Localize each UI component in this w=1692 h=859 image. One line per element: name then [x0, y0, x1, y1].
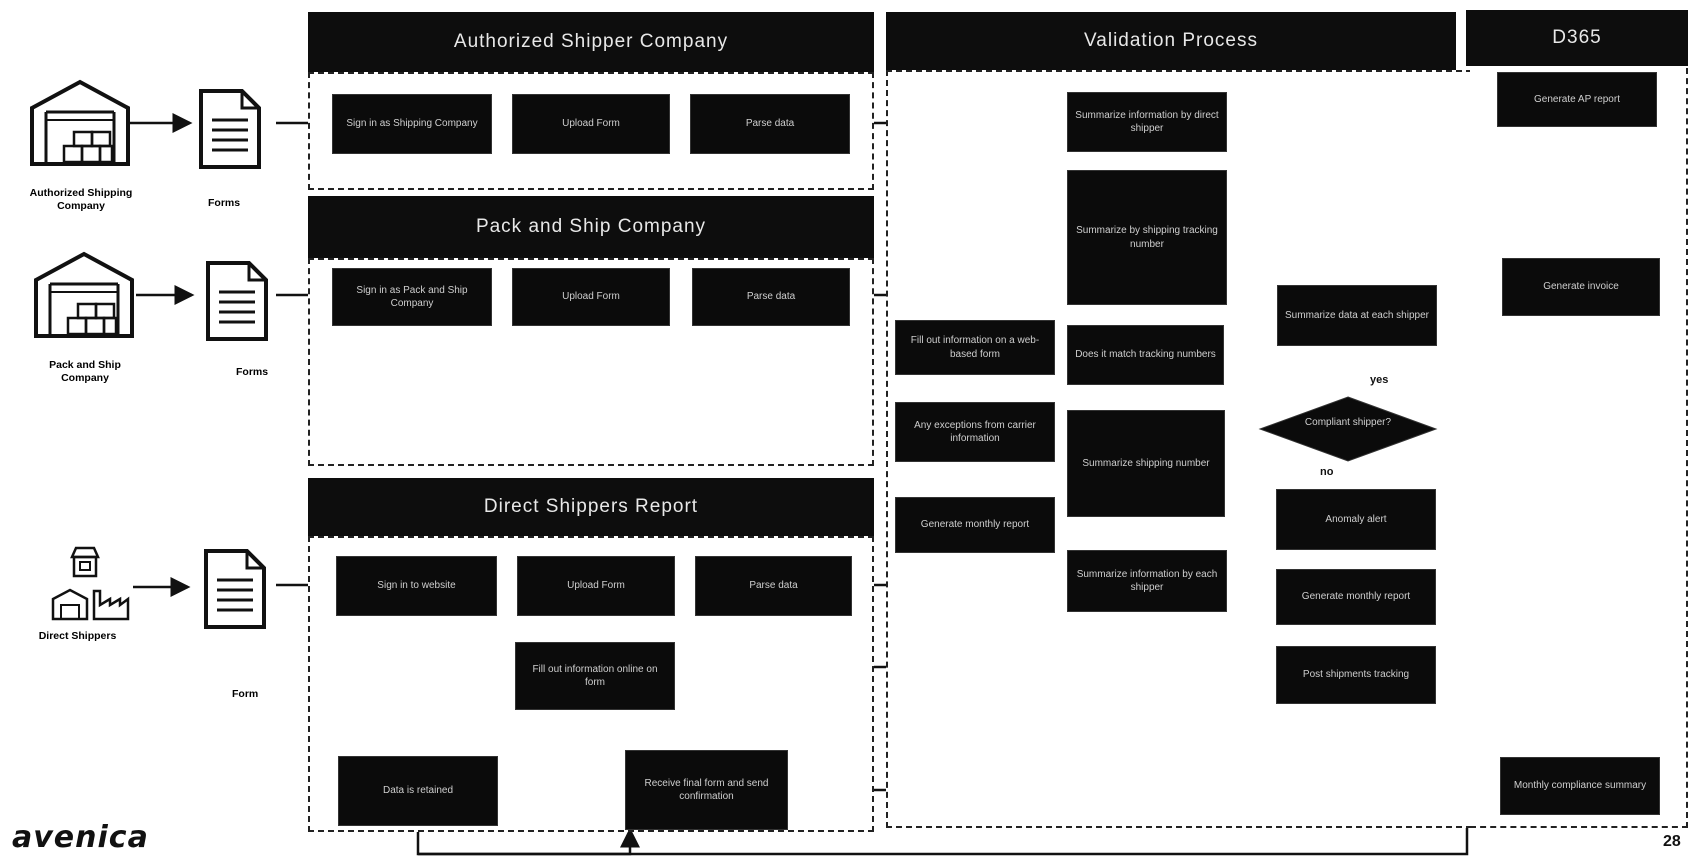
process-box: Anomaly alert: [1276, 489, 1436, 550]
process-box: Generate invoice: [1502, 258, 1660, 316]
warehouse-icon: [32, 250, 136, 340]
edge-label-no: no: [1320, 466, 1334, 478]
process-box: Monthly compliance summary: [1500, 757, 1660, 815]
process-box: Fill out information online on form: [515, 642, 675, 710]
lane-header-validation: Validation Process: [886, 12, 1456, 70]
lane-frame-d365: [1470, 58, 1688, 828]
factory-icon: [50, 585, 130, 623]
process-box: Upload Form: [517, 556, 675, 616]
process-box: Upload Form: [512, 268, 670, 326]
process-box: Summarize shipping number: [1067, 410, 1225, 517]
process-box: Does it match tracking numbers: [1067, 325, 1224, 385]
lane-header-direct: Direct Shippers Report: [308, 478, 874, 536]
store-icon: [68, 545, 102, 579]
warehouse-icon: [28, 78, 132, 168]
company-logo: avenica: [12, 820, 149, 855]
process-box: Data is retained: [338, 756, 498, 826]
page-number: 28: [1663, 833, 1681, 850]
form-label-authorized: Forms: [208, 197, 241, 209]
process-box: Generate monthly report: [895, 497, 1055, 553]
document-icon: [205, 260, 269, 342]
process-box: Parse data: [690, 94, 850, 154]
edge-label-yes: yes: [1370, 374, 1389, 386]
process-box: Summarize data at each shipper: [1277, 285, 1437, 346]
document-icon: [203, 548, 267, 630]
process-box: Sign in to website: [336, 556, 497, 616]
process-box: Parse data: [695, 556, 852, 616]
process-box: Generate AP report: [1497, 72, 1657, 127]
process-box: Summarize information by direct shipper: [1067, 92, 1227, 152]
form-label-direct: Form: [232, 688, 259, 700]
process-box: Any exceptions from carrier information: [895, 402, 1055, 462]
process-box: Summarize information by each shipper: [1067, 550, 1227, 612]
lane-header-authorized: Authorized Shipper Company: [308, 12, 874, 72]
decision-diamond: [1258, 395, 1438, 463]
source-label-pack: Pack and Ship Company: [49, 359, 121, 385]
document-icon: [198, 88, 262, 170]
lane-header-d365: D365: [1466, 10, 1688, 66]
process-box: Upload Form: [512, 94, 670, 154]
source-label-direct: Direct Shippers: [38, 630, 117, 642]
decision-label: Compliant shipper?: [1304, 417, 1392, 428]
process-box: Post shipments tracking: [1276, 646, 1436, 704]
process-box: Receive final form and send confirmation: [625, 750, 788, 830]
lane-header-pack: Pack and Ship Company: [308, 196, 874, 258]
process-box: Sign in as Pack and Ship Company: [332, 268, 492, 326]
process-box: Parse data: [692, 268, 850, 326]
process-box: Sign in as Shipping Company: [332, 94, 492, 154]
source-label-authorized: Authorized Shipping Company: [29, 187, 133, 213]
process-box: Fill out information on a web-based form: [895, 320, 1055, 375]
process-box: Generate monthly report: [1276, 569, 1436, 625]
process-box: Summarize by shipping tracking number: [1067, 170, 1227, 305]
form-label-pack: Forms: [236, 366, 269, 378]
